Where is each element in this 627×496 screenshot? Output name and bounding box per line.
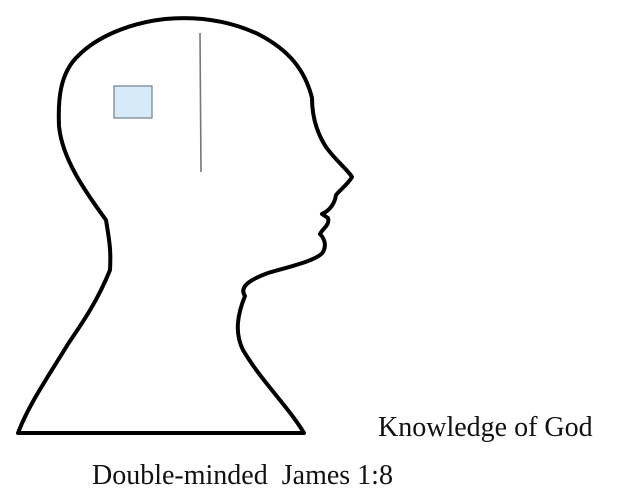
double-minded-text: Double-minded [92,460,268,491]
caption-spacer [268,460,282,491]
knowledge-of-god-label: Knowledge of God [378,414,593,442]
knowledge-box [114,86,152,118]
knowledge-of-god-text: Knowledge of God [378,412,593,443]
head-silhouette-outline [18,18,352,433]
double-minded-caption: Double-minded James 1:8 [92,462,393,490]
scripture-reference: James 1:8 [282,460,393,491]
mind-divider-line [200,33,201,172]
